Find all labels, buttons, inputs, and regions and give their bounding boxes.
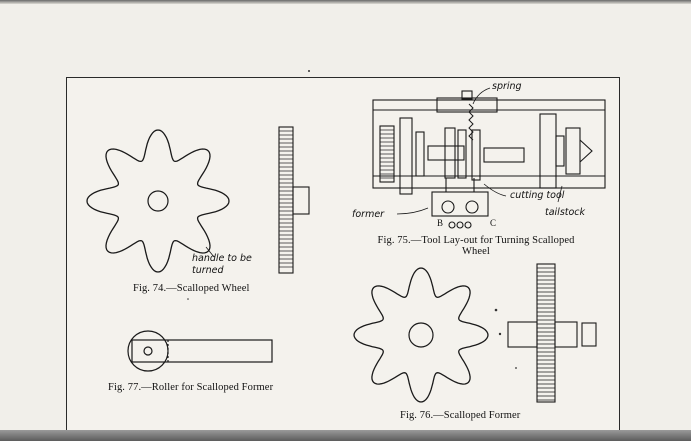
fig75-label-former: former xyxy=(352,209,385,220)
fig77-caption: Fig. 77.—Roller for Scalloped Former xyxy=(108,382,274,393)
fig74-caption: Fig. 74.—Scalloped Wheel xyxy=(133,283,250,294)
fig75-label-b: B xyxy=(437,218,444,228)
fig75-label-c: C xyxy=(490,218,497,228)
fig74-note-line1: handle to be xyxy=(192,253,252,264)
fig76-scalloped-former-drawing xyxy=(353,267,489,403)
figure-plate-frame xyxy=(66,77,620,430)
fig75-label-tailstock: tailstock xyxy=(545,207,586,218)
fig75-caption-line1: Fig. 75.—Tool Lay-out for Turning Scallo… xyxy=(377,235,575,246)
fig74-note-line2: turned xyxy=(192,265,224,276)
fig74-leader-line xyxy=(205,246,215,258)
scan-bottom-edge xyxy=(0,430,691,441)
fig77-roller-drawing xyxy=(127,330,273,372)
scan-top-edge xyxy=(0,0,691,4)
scan-specks xyxy=(187,70,517,369)
fig74-wheel-side-view xyxy=(278,126,310,274)
fig74-scalloped-wheel-drawing xyxy=(86,129,230,273)
fig74-wheel-hub-hole xyxy=(147,190,169,212)
fig75-spring xyxy=(468,103,474,141)
fig75-lathe-layout-drawing xyxy=(372,90,606,229)
fig75-label-cutting-tool: cutting tool xyxy=(510,190,565,201)
fig75-caption-line2: Wheel xyxy=(462,246,490,257)
fig76-caption: Fig. 76.—Scalloped Former xyxy=(400,410,521,421)
fig75-leader-lines xyxy=(396,87,563,215)
fig76-former-hub-hole xyxy=(408,322,434,348)
fig76-former-side-view xyxy=(507,263,597,403)
fig75-label-spring: spring xyxy=(492,81,522,92)
